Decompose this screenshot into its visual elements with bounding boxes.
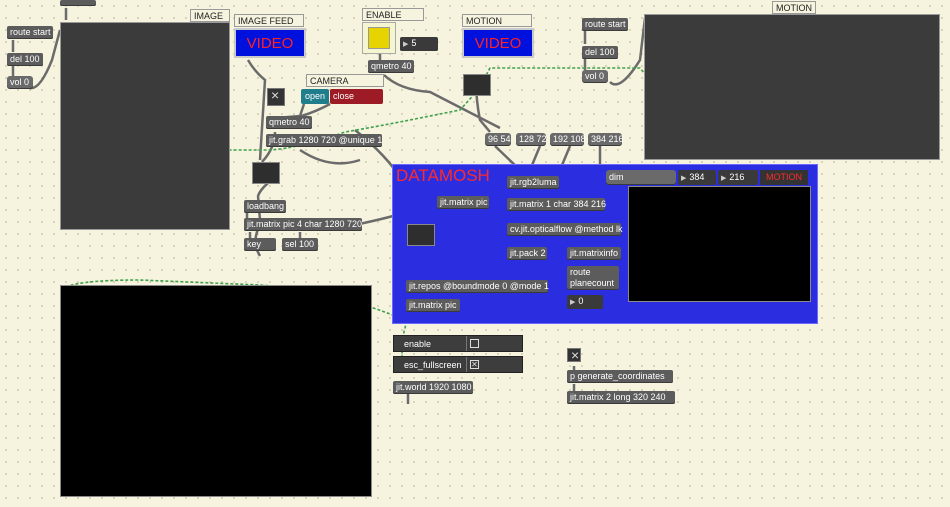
generate-toggle[interactable]	[567, 347, 581, 363]
label-datamosh: DATAMOSH	[396, 166, 490, 185]
gate-switch-left[interactable]	[252, 162, 280, 184]
esc-fullscreen-value	[466, 357, 523, 372]
esc-fullscreen-checkbox[interactable]: ✕	[470, 360, 479, 369]
jit-repos[interactable]: jit.repos @boundmode 0 @mode 1	[406, 280, 549, 293]
qmetro-40-top[interactable]: qmetro 40	[368, 60, 414, 73]
planecount-number[interactable]: 0	[567, 295, 603, 309]
enable-attrui[interactable]: enable	[393, 335, 523, 352]
dim-message[interactable]: dim	[606, 170, 676, 185]
label-camera: CAMERA	[306, 74, 384, 87]
enable-toggle[interactable]	[368, 27, 390, 49]
key-object[interactable]: key	[244, 238, 276, 251]
del-100-left[interactable]: del 100	[7, 53, 43, 66]
p-generate-coordinates[interactable]: p generate_coordinates	[567, 370, 673, 383]
jit-matrix-2-long[interactable]: jit.matrix 2 long 320 240	[567, 391, 675, 404]
camera-open-button[interactable]: open	[301, 89, 329, 104]
jit-grab[interactable]: jit.grab 1280 720 @unique 1	[266, 134, 382, 147]
jit-matrix-1-char[interactable]: jit.matrix 1 char 384 216	[507, 198, 606, 211]
jit-matrix-pic-4[interactable]: jit.matrix pic 4 char 1280 720	[244, 218, 362, 231]
jit-rgb2luma[interactable]: jit.rgb2luma	[507, 176, 559, 189]
route-start-right[interactable]: route start	[582, 18, 628, 31]
label-enable: ENABLE	[362, 8, 424, 21]
enable-attrui-label: enable	[404, 339, 432, 349]
label-motion-feed: MOTION FEED	[462, 14, 532, 38]
size-msg-96-54[interactable]: 96 54	[485, 133, 511, 146]
dim-y-number[interactable]: 216	[718, 170, 758, 185]
video-button-motion-feed[interactable]: VIDEO	[462, 28, 534, 58]
route-start-left[interactable]: route start	[7, 26, 53, 39]
camera-toggle[interactable]	[267, 87, 285, 106]
image-preview-window	[60, 22, 230, 230]
qmetro-rate-number[interactable]: 5	[400, 37, 438, 51]
sel-100[interactable]: sel 100	[282, 238, 318, 251]
jit-pack-2[interactable]: jit.pack 2	[507, 247, 547, 260]
video-button-image-feed[interactable]: VIDEO	[234, 28, 306, 58]
vol-0-left[interactable]: vol 0	[7, 76, 33, 89]
camera-close-button[interactable]: close	[330, 89, 383, 104]
size-msg-128-72[interactable]: 128 72	[516, 133, 547, 146]
motion-tag: MOTION	[760, 170, 808, 185]
del-100-right[interactable]: del 100	[582, 46, 618, 59]
jit-matrix-pic-out[interactable]: jit.matrix pic	[406, 299, 460, 312]
top-object[interactable]	[60, 0, 96, 6]
vol-0-right[interactable]: vol 0	[582, 70, 608, 83]
motion-preview-window	[644, 14, 940, 160]
esc-fullscreen-attrui[interactable]: esc_fullscreen ✕	[393, 356, 523, 373]
loadbang[interactable]: loadbang	[244, 200, 286, 213]
gate-switch-motion[interactable]	[463, 74, 491, 96]
label-image-feed: IMAGE FEED	[234, 14, 304, 27]
enable-attrui-value	[466, 336, 523, 351]
label-motion: MOTION	[772, 1, 816, 14]
output-preview-window	[60, 285, 372, 497]
cv-jit-opticalflow[interactable]: cv.jit.opticalflow @method lk	[507, 223, 623, 236]
motion-dim-preview	[628, 186, 811, 302]
dim-x-number[interactable]: 384	[678, 170, 716, 185]
route-planecount[interactable]: route planecount	[567, 266, 619, 290]
jit-world[interactable]: jit.world 1920 1080	[393, 381, 473, 394]
enable-checkbox[interactable]	[470, 339, 479, 348]
jit-matrixinfo[interactable]: jit.matrixinfo	[567, 247, 621, 260]
gate-switch-datamosh[interactable]	[407, 224, 435, 246]
label-image: IMAGE	[190, 9, 230, 22]
qmetro-40-camera[interactable]: qmetro 40	[266, 116, 312, 129]
esc-fullscreen-label: esc_fullscreen	[404, 360, 462, 370]
jit-matrix-pic-datamosh[interactable]: jit.matrix pic	[437, 196, 489, 209]
enable-toggle-frame[interactable]	[362, 22, 396, 54]
size-msg-384-216[interactable]: 384 216	[588, 133, 624, 146]
size-msg-192-108[interactable]: 192 108	[550, 133, 586, 146]
